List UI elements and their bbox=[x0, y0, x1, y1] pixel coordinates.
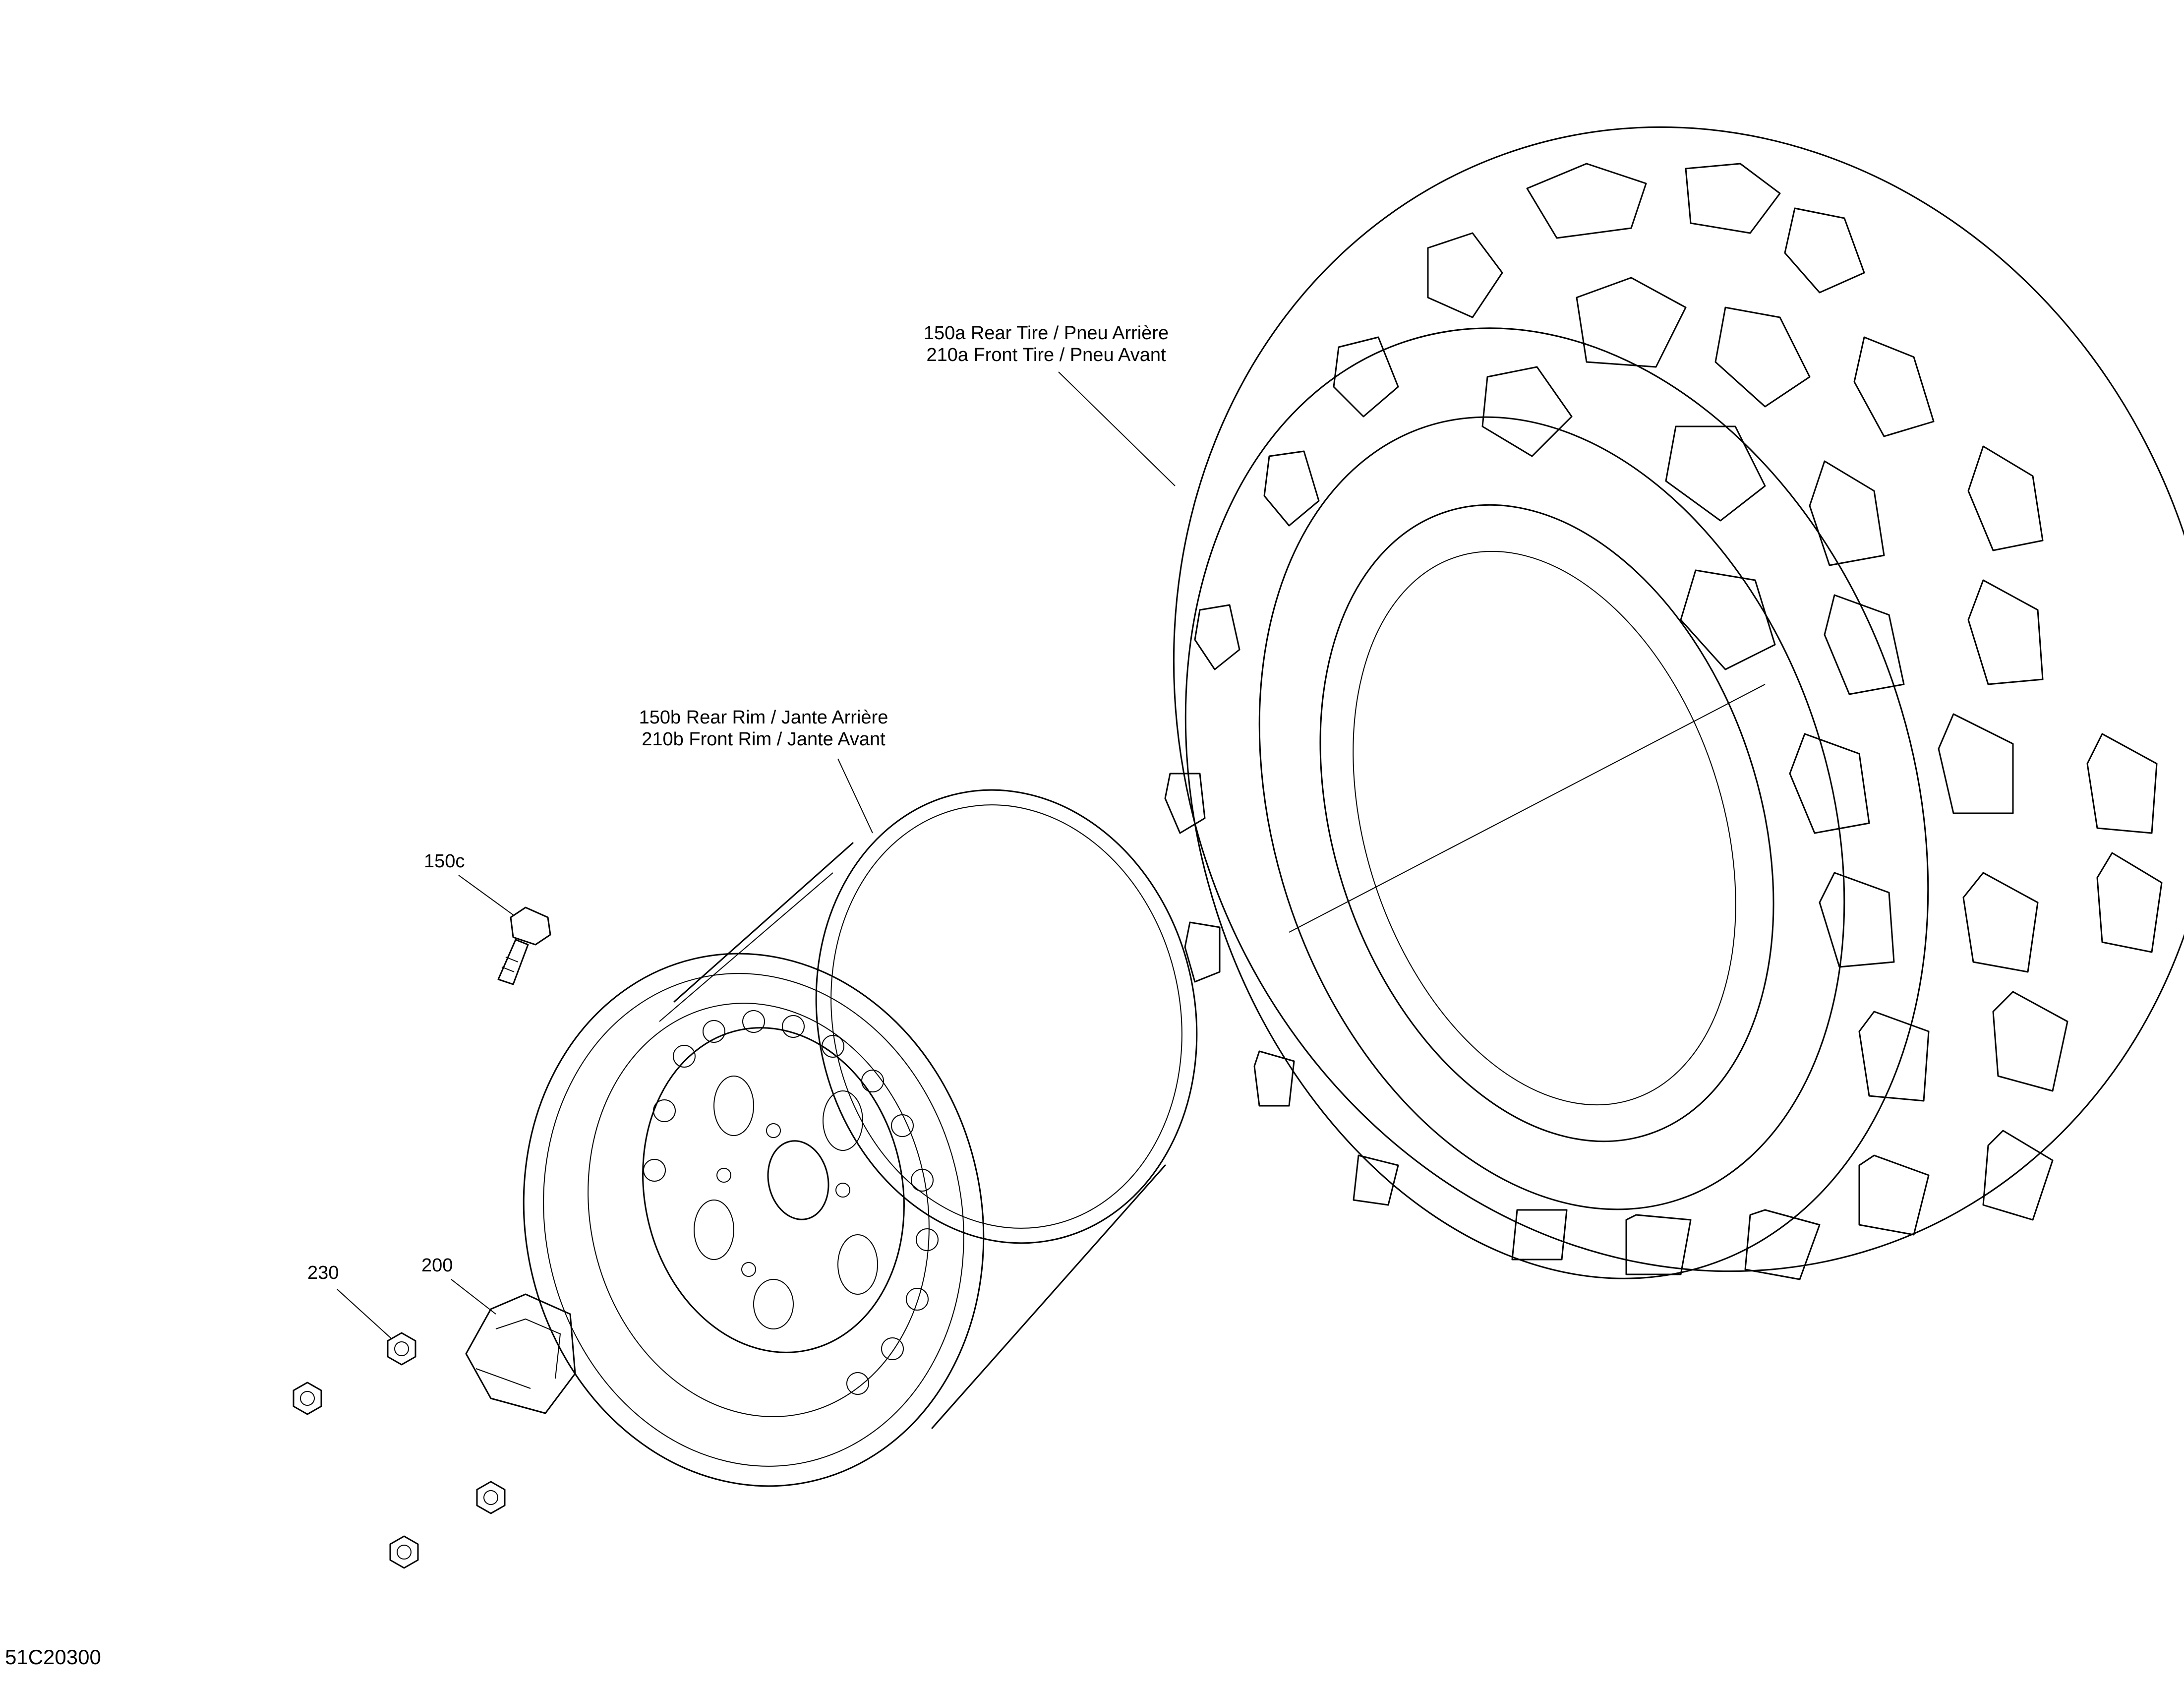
rim-icon[interactable] bbox=[475, 754, 1239, 1529]
cap-leader-line bbox=[451, 1279, 496, 1315]
tire-callout: 150a Rear Tire / Pneu Arrière 210a Front… bbox=[863, 322, 1230, 366]
valve-callout: 150c bbox=[424, 851, 465, 872]
rim-leader-line bbox=[837, 758, 873, 834]
valve-leader-line bbox=[458, 875, 514, 915]
diagram-id: 51C20300 bbox=[5, 1645, 101, 1669]
rim-callout-line2: 210b Front Rim / Jante Avant bbox=[642, 729, 885, 750]
center-cap-icon[interactable] bbox=[465, 1293, 576, 1414]
valve-stem-icon[interactable] bbox=[497, 906, 551, 985]
rim-callout: 150b Rear Rim / Jante Arrière 210b Front… bbox=[625, 707, 902, 750]
tire-icon[interactable] bbox=[1027, 0, 2184, 1408]
cap-callout: 200 bbox=[421, 1255, 453, 1276]
rim-callout-line1: 150b Rear Rim / Jante Arrière bbox=[639, 707, 888, 728]
tire-callout-line2: 210a Front Tire / Pneu Avant bbox=[926, 345, 1166, 365]
nut-callout: 230 bbox=[307, 1262, 339, 1283]
tire-callout-line1: 150a Rear Tire / Pneu Arrière bbox=[923, 323, 1169, 344]
nut-leader-line bbox=[337, 1289, 392, 1339]
lug-nut-icon[interactable] bbox=[293, 1332, 506, 1569]
tire-leader-line bbox=[1058, 371, 1176, 486]
